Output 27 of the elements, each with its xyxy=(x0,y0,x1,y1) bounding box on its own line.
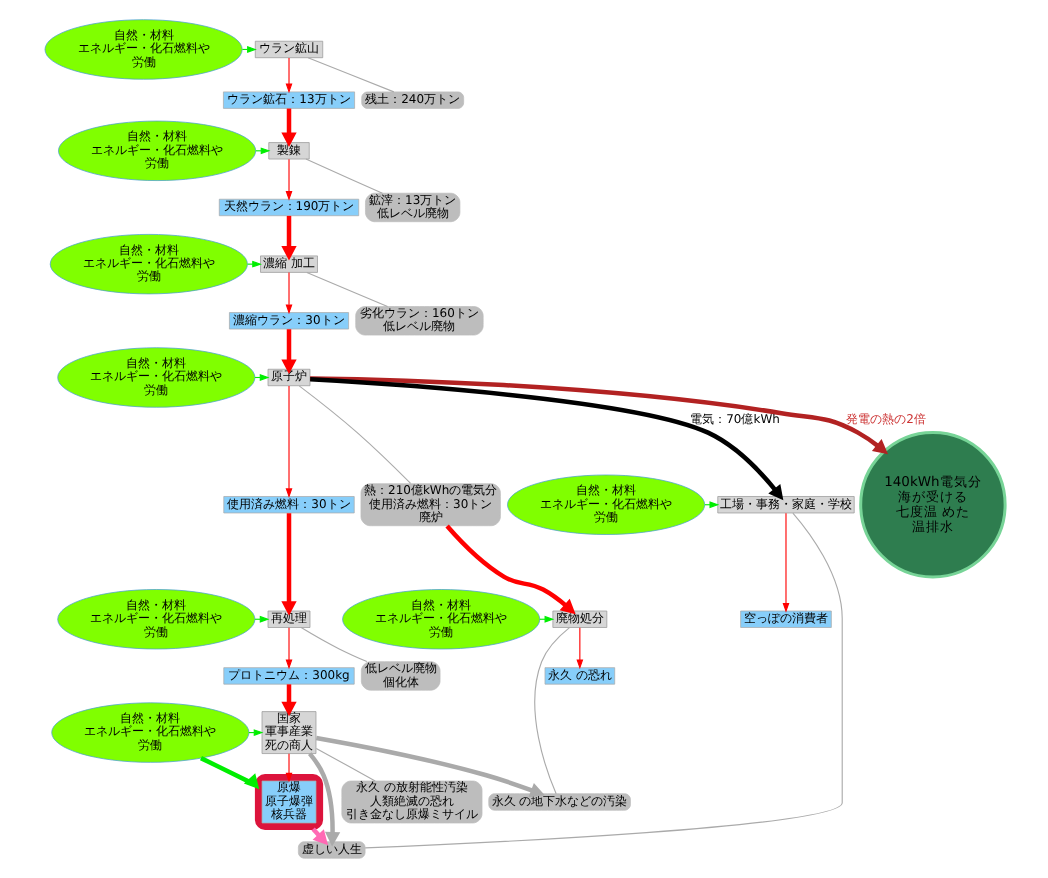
arrow xyxy=(284,272,292,315)
arrow xyxy=(284,385,292,499)
connector xyxy=(305,271,388,308)
arrow xyxy=(280,684,296,717)
arrow xyxy=(199,756,259,790)
arrow xyxy=(280,329,296,374)
arrow xyxy=(284,753,292,783)
arrow xyxy=(280,108,296,148)
arrow xyxy=(284,158,292,201)
connector xyxy=(533,627,569,795)
connector xyxy=(363,512,842,849)
arrow xyxy=(246,260,261,268)
arrow xyxy=(280,215,296,261)
arrow xyxy=(284,57,292,94)
arrow xyxy=(309,376,888,455)
arrow xyxy=(444,524,575,615)
connector xyxy=(306,57,394,93)
arrow xyxy=(309,377,783,501)
connector xyxy=(304,158,382,194)
arrow xyxy=(575,627,583,670)
connector xyxy=(314,747,375,782)
arrow xyxy=(314,735,544,798)
arrow xyxy=(781,512,789,613)
arrow xyxy=(284,627,292,670)
connector xyxy=(297,385,411,484)
arrow xyxy=(280,513,296,616)
connector xyxy=(299,627,367,663)
